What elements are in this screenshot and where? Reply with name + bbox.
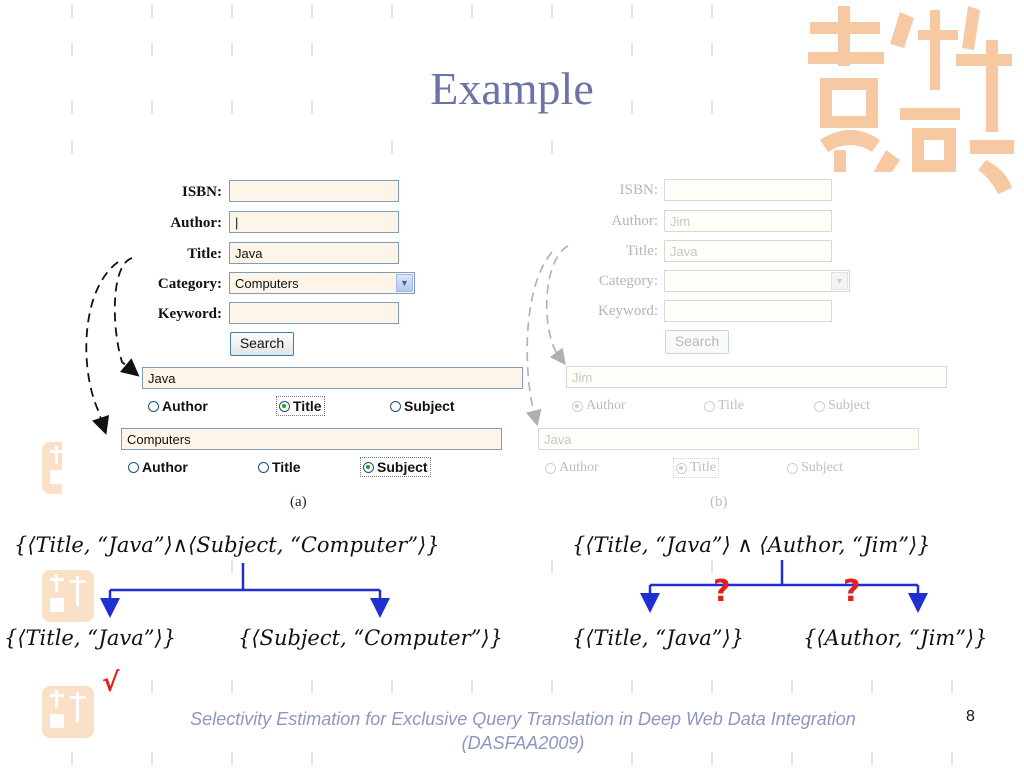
radio-circle-icon	[704, 400, 715, 412]
question-mark-icon: ?	[713, 574, 731, 609]
category-select[interactable]: ▼	[664, 270, 850, 292]
radio-selected-icon	[572, 400, 583, 412]
radio-circle-icon	[814, 400, 825, 412]
title-label: Title:	[626, 243, 658, 259]
radio-circle-icon	[787, 462, 798, 474]
radio-selected-icon	[676, 462, 687, 474]
chevron-down-icon[interactable]: ▼	[831, 272, 848, 290]
calligraphy-logo	[808, 6, 1014, 194]
radio-title[interactable]: Title	[276, 396, 325, 416]
formula-right-part-2: {⟨Author, “Jim”⟩}	[803, 626, 988, 650]
query-1-radio-group: Author Title Subject	[570, 396, 950, 418]
category-select[interactable]: Computers ▼	[229, 272, 415, 294]
title-input[interactable]: Java	[664, 240, 832, 262]
title-label: Title:	[187, 246, 222, 262]
query-1-radio-group: Author Title Subject	[146, 396, 526, 418]
radio-subject[interactable]: Subject	[390, 398, 455, 414]
footer-line-2: (DASFAA2009)	[461, 733, 585, 753]
query-2-radio-group: Author Title Subject	[126, 457, 506, 479]
radio-circle-icon	[545, 462, 556, 474]
author-input[interactable]: |	[229, 211, 399, 233]
search-button[interactable]: Search	[230, 332, 294, 356]
isbn-label: ISBN:	[181, 184, 222, 200]
radio-author[interactable]: Author	[572, 398, 626, 414]
author-label: Author:	[611, 213, 658, 229]
footer-line-1: Selectivity Estimation for Exclusive Que…	[190, 709, 856, 729]
author-input[interactable]: Jim	[664, 210, 832, 232]
formula-left-conjunction: {⟨Title, “Java”⟩∧⟨Subject, “Computer”⟩}	[14, 533, 440, 557]
slide-footer: Selectivity Estimation for Exclusive Que…	[100, 707, 946, 755]
radio-title[interactable]: Title	[673, 458, 719, 478]
category-label: Category:	[157, 276, 222, 292]
check-mark-icon: √	[102, 668, 120, 698]
radio-circle-icon	[390, 400, 401, 412]
keyword-input[interactable]	[229, 302, 399, 324]
category-select-value: Computers	[235, 276, 299, 291]
keyword-input[interactable]	[664, 300, 832, 322]
stamp-logo	[42, 686, 94, 738]
radio-subject[interactable]: Subject	[787, 460, 843, 476]
query-input-2[interactable]: Computers	[121, 428, 502, 450]
panel-b-screenshot: ISBN: Author: Jim Title: Java Category: …	[530, 172, 980, 517]
radio-subject[interactable]: Subject	[814, 398, 870, 414]
radio-selected-icon	[363, 461, 374, 473]
query-input-1[interactable]: Java	[142, 367, 523, 389]
radio-title[interactable]: Title	[704, 398, 744, 414]
isbn-input[interactable]	[664, 179, 832, 201]
radio-author[interactable]: Author	[128, 459, 188, 475]
title-input[interactable]: Java	[229, 242, 399, 264]
category-label: Category:	[598, 273, 658, 289]
radio-circle-icon	[258, 461, 269, 473]
formula-left-part-1: {⟨Title, “Java”⟩}	[4, 626, 177, 650]
query-input-1[interactable]: Jim	[566, 366, 947, 388]
keyword-label: Keyword:	[598, 303, 658, 319]
formula-right-conjunction: {⟨Title, “Java”⟩ ∧ ⟨Author, “Jim”⟩}	[572, 533, 931, 557]
formula-right-part-1: {⟨Title, “Java”⟩}	[572, 626, 745, 650]
question-mark-icon: ?	[843, 574, 861, 609]
query-input-2[interactable]: Java	[538, 428, 919, 450]
query-2-radio-group: Author Title Subject	[543, 458, 923, 480]
radio-author[interactable]: Author	[545, 460, 599, 476]
radio-circle-icon	[148, 400, 159, 412]
formula-left-part-2: {⟨Subject, “Computer”⟩}	[238, 626, 503, 650]
radio-title[interactable]: Title	[258, 459, 301, 475]
author-label: Author:	[170, 215, 222, 231]
panel-b-caption: (b)	[710, 494, 728, 510]
keyword-label: Keyword:	[157, 306, 222, 322]
radio-subject[interactable]: Subject	[360, 457, 431, 477]
radio-author[interactable]: Author	[148, 398, 208, 414]
isbn-input[interactable]	[229, 180, 399, 202]
panel-a-screenshot: ISBN: Author: | Title: Java Category: Co…	[62, 172, 530, 517]
search-button[interactable]: Search	[665, 330, 729, 354]
isbn-label: ISBN:	[619, 182, 658, 198]
slide-title: Example	[430, 63, 594, 114]
panel-a-caption: (a)	[290, 494, 307, 510]
stamp-logo	[42, 570, 94, 622]
radio-selected-icon	[279, 400, 290, 412]
page-number: 8	[966, 708, 975, 725]
chevron-down-icon[interactable]: ▼	[396, 274, 413, 292]
radio-circle-icon	[128, 461, 139, 473]
